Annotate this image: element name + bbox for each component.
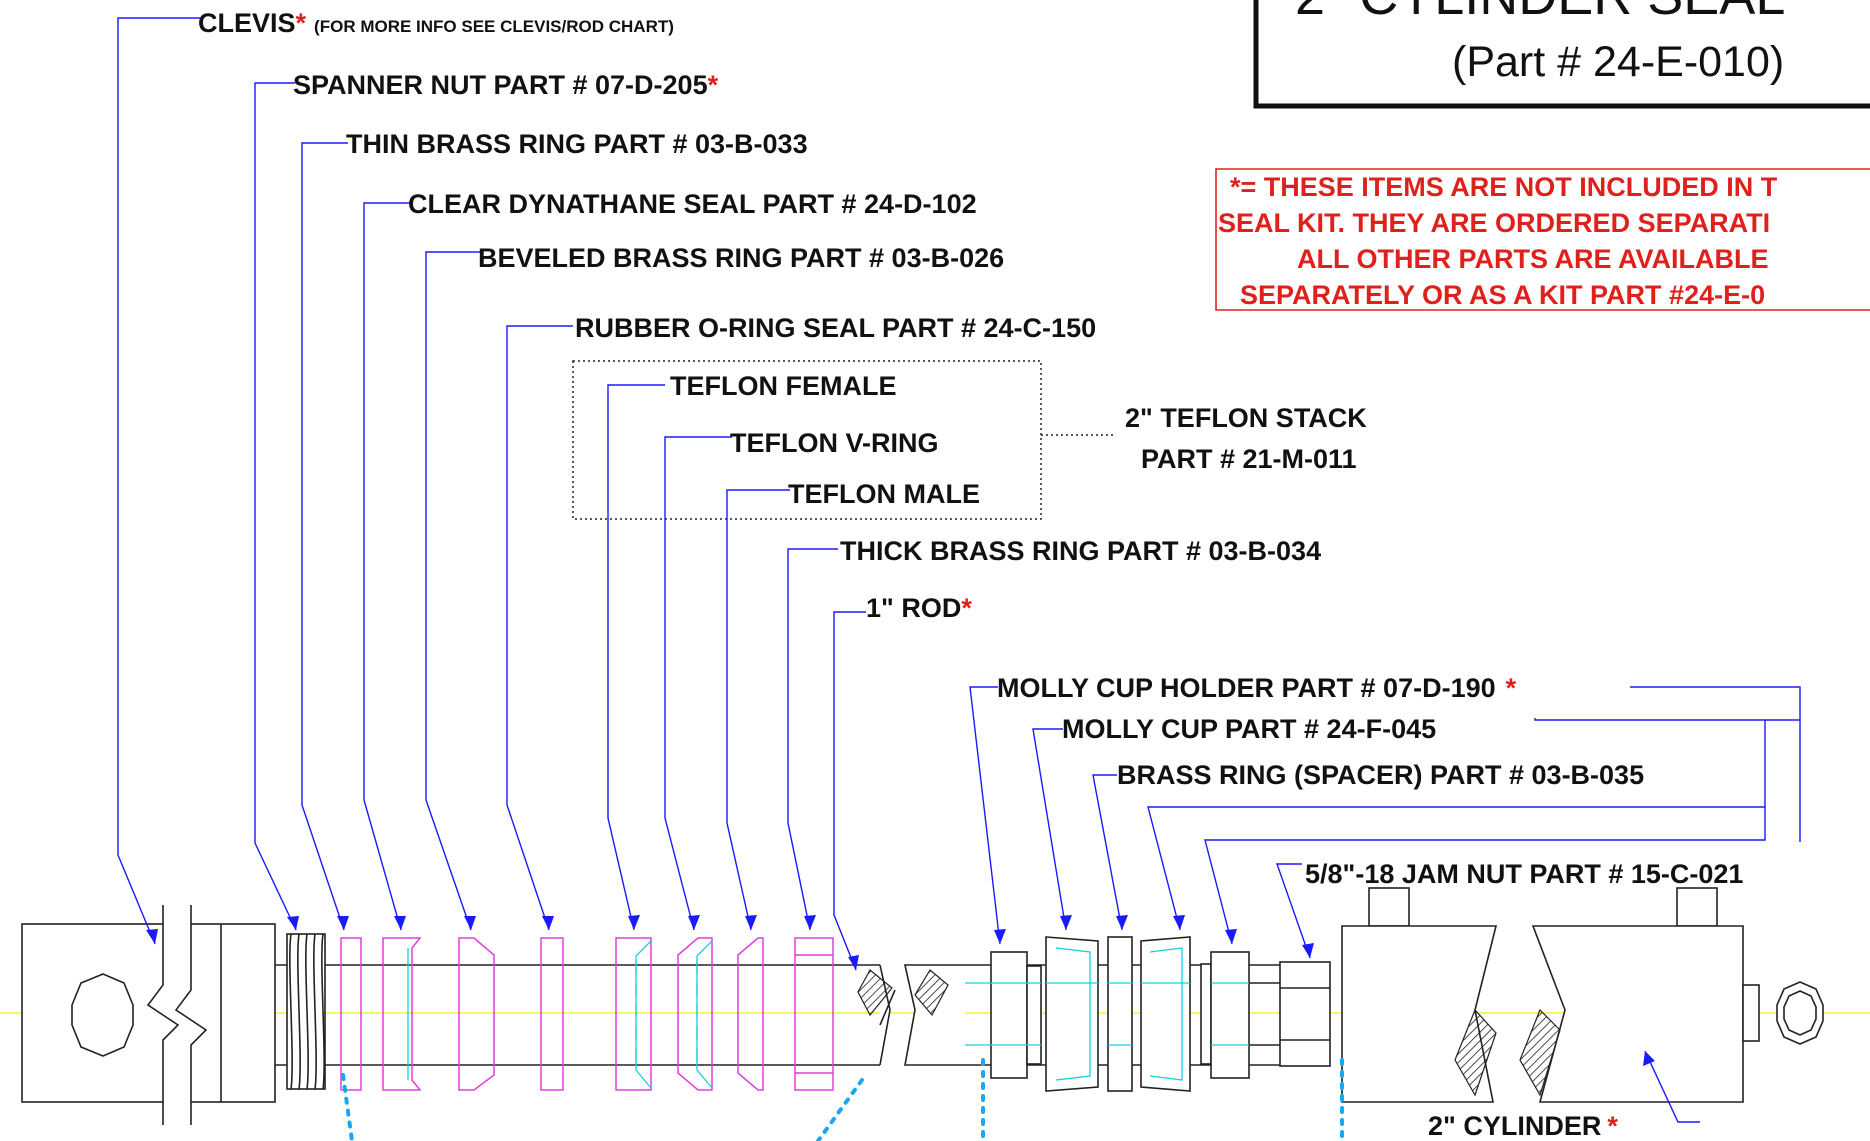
beveled-brass-ring-part [458, 937, 495, 1091]
leader-oring-seal [506, 325, 573, 931]
leader-brass-ring-spacer [1092, 774, 1123, 931]
spanner-nut-part [286, 933, 326, 1090]
leader-spanner-nut [254, 82, 297, 931]
leader-teflon-male [726, 489, 790, 931]
label-spanner-nut: SPANNER NUT PART # 07-D-205* [293, 70, 719, 100]
rod-body [275, 964, 880, 1066]
label-rod: 1" ROD* [866, 593, 972, 623]
label-clevis: CLEVIS*(FOR MORE INFO SEE CLEVIS/ROD CHA… [198, 8, 674, 38]
label-brass-ring-spacer: BRASS RING (SPACER) PART # 03-B-035 [1117, 760, 1644, 790]
leader-arrowheads [146, 915, 1655, 1066]
leader-jam-nut [1276, 863, 1311, 959]
label-molly-cup: MOLLY CUP PART # 24-F-045 [1062, 714, 1436, 744]
leader-gland [1534, 718, 1800, 721]
note-line-3: ALL OTHER PARTS ARE AVAILABLE [1297, 244, 1769, 274]
cylinder-part [1341, 887, 1824, 1103]
label-jam-nut: 5/8"-18 JAM NUT PART # 15-C-021 [1305, 859, 1743, 889]
label-cylinder: 2" CYLINDER* [1428, 1111, 1618, 1141]
label-thin-brass-ring: THIN BRASS RING PART # 03-B-033 [346, 129, 808, 159]
leader-rod [833, 611, 866, 971]
label-beveled-brass-ring: BEVELED BRASS RING PART # 03-B-026 [478, 243, 1004, 273]
leader-thin-brass-ring [301, 142, 348, 931]
title-line-1: 2" CYLINDER SEAL [1295, 0, 1785, 26]
leader-teflon-female [607, 384, 665, 931]
label-teflon-stack-2: PART # 21-M-011 [1141, 444, 1357, 474]
labels: CLEVIS*(FOR MORE INFO SEE CLEVIS/ROD CHA… [198, 8, 1743, 1141]
seal-stack [340, 937, 834, 1091]
label-teflon-stack-1: 2" TEFLON STACK [1125, 403, 1367, 433]
leader-lines [117, 17, 1801, 1123]
label-thick-brass-ring: THICK BRASS RING PART # 03-B-034 [840, 536, 1321, 566]
leader-beveled-brass-ring [425, 251, 480, 931]
label-rubber-oring-seal: RUBBER O-RING SEAL PART # 24-C-150 [575, 313, 1096, 343]
label-clear-dynathane-seal: CLEAR DYNATHANE SEAL PART # 24-D-102 [408, 189, 977, 219]
label-teflon-female: TEFLON FEMALE [670, 371, 896, 401]
leader-molly-cup-holder [969, 686, 1001, 945]
clevis-part [21, 905, 276, 1125]
clevis-octagon [71, 973, 134, 1057]
not-included-note: *= THESE ITEMS ARE NOT INCLUDED IN T SEA… [1215, 168, 1870, 311]
note-line-4: SEPARATELY OR AS A KIT PART #24-E-0 [1240, 280, 1765, 310]
leader-beveled-cup [1147, 806, 1765, 931]
label-teflon-male: TEFLON MALE [788, 479, 980, 509]
dynathane-seal-part [382, 937, 422, 1091]
teflon-stack-box [572, 360, 1042, 520]
molly-cup-part [1045, 936, 1099, 1092]
cylinder-gland-part [1200, 951, 1280, 1079]
leader-teflon-vring [664, 436, 732, 931]
title-line-2: (Part # 24-E-010) [1452, 38, 1784, 86]
jam-nut-part [1279, 961, 1331, 1067]
leader-clevis [117, 17, 200, 945]
label-teflon-vring: TEFLON V-RING [730, 428, 939, 458]
molly-cup-holder-part [965, 951, 1042, 1079]
teflon-female-part [615, 937, 652, 1091]
note-line-1: *= THESE ITEMS ARE NOT INCLUDED IN T [1230, 172, 1778, 202]
leader-molly-cup [1032, 728, 1067, 931]
cylinder-components [965, 887, 1824, 1103]
leader-dynathane-seal [363, 202, 410, 931]
beveled-cup-part [1140, 936, 1191, 1092]
note-line-2: SEAL KIT. THEY ARE ORDERED SEPARATI [1218, 208, 1770, 238]
thick-brass-ring-part [794, 937, 834, 1091]
teflon-male-part [737, 937, 764, 1091]
leader-cylinder [1644, 1050, 1700, 1123]
teflon-vring-part [677, 937, 713, 1091]
oring-seal-part [540, 937, 564, 1091]
title-block: 2" CYLINDER SEAL (Part # 24-E-010) [1253, 0, 1870, 109]
leader-thick-brass-ring [787, 548, 838, 931]
dotted-guides [341, 1058, 1344, 1141]
brass-ring-spacer-part [1107, 936, 1133, 1092]
thin-brass-ring-part [340, 937, 362, 1091]
label-molly-cup-holder: MOLLY CUP HOLDER PART # 07-D-190* [997, 673, 1517, 703]
leader-gland-2 [1204, 720, 1766, 945]
leader-molly-holder-right [1630, 686, 1801, 842]
